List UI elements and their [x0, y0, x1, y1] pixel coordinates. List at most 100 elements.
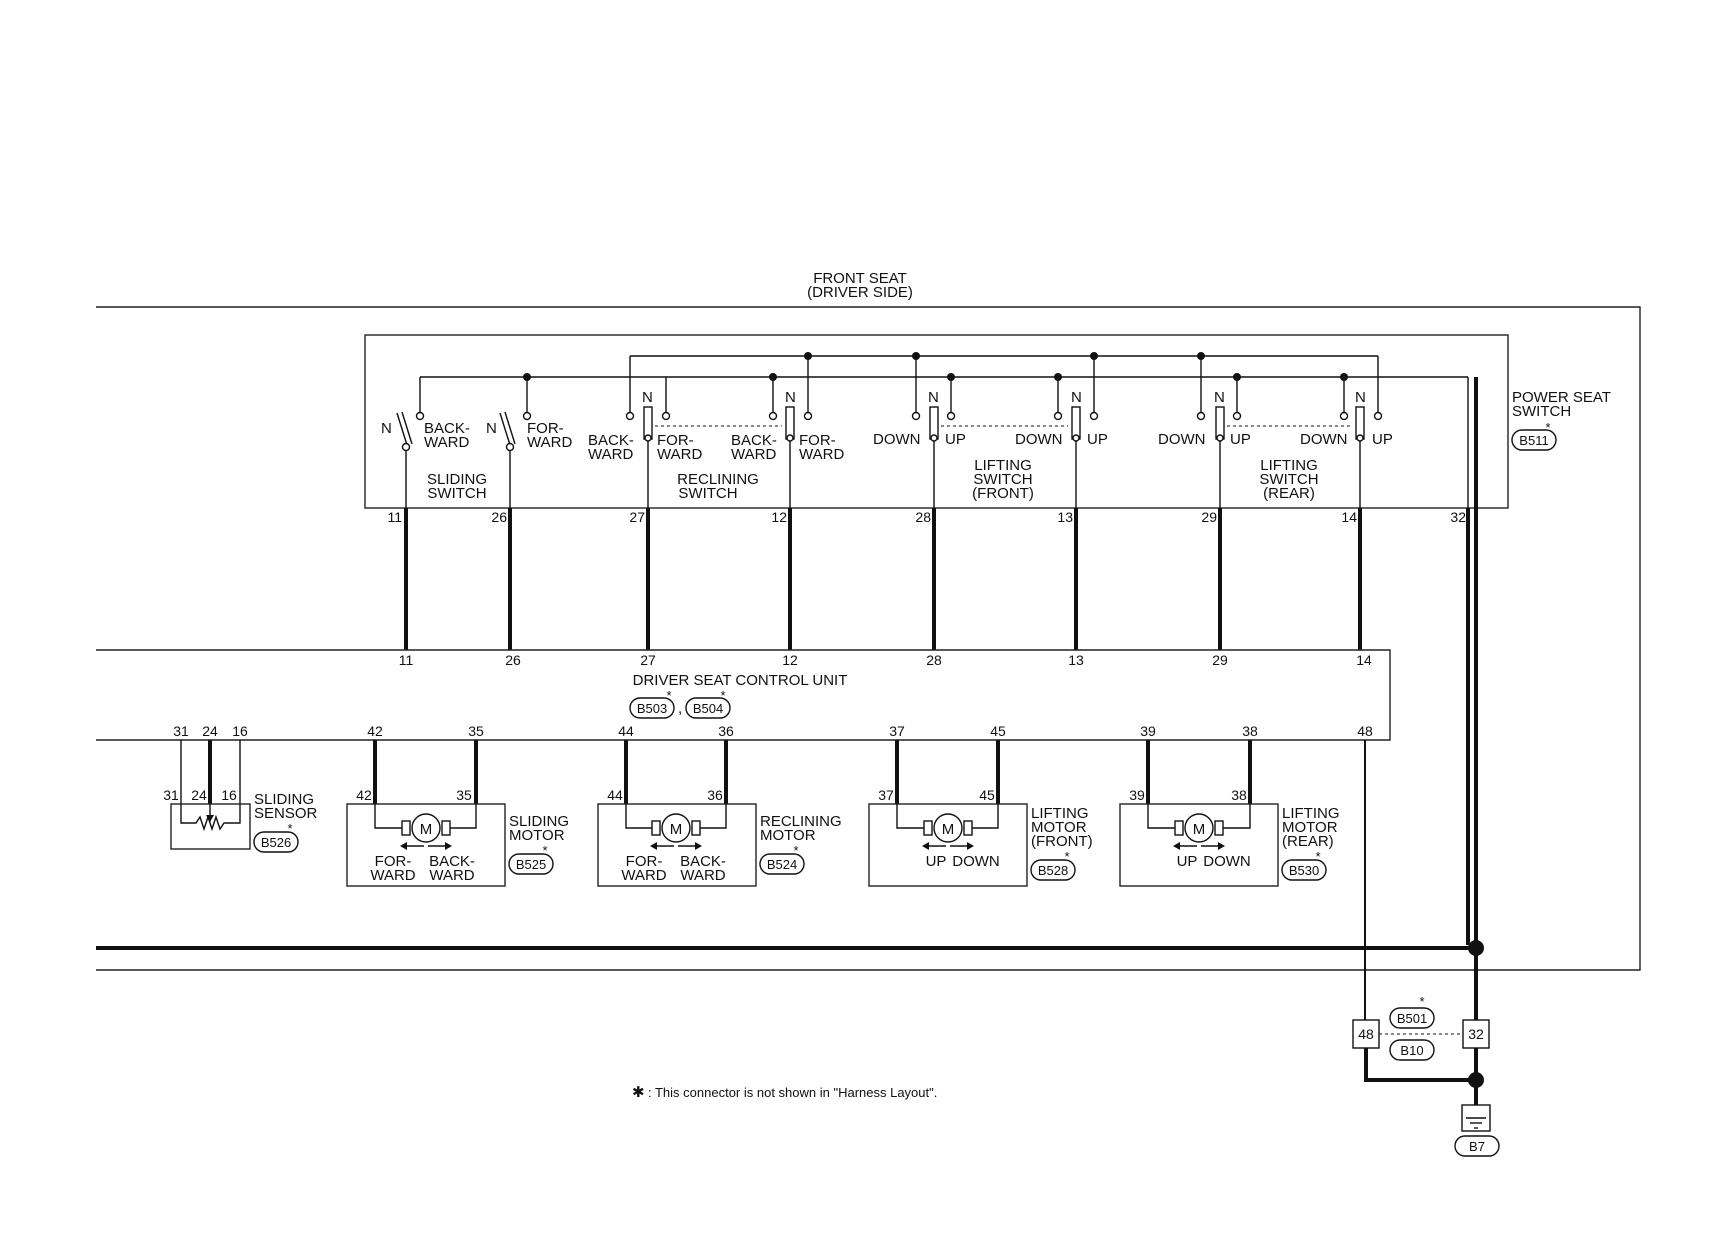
connector-badge-b501 — [1389, 1007, 1435, 1029]
reclining-switch-label: RECLINING — [677, 471, 759, 488]
reclining-motor-backward: BACK- — [680, 853, 726, 870]
cu-pin: 45 — [990, 723, 1006, 739]
svg-text:*: * — [287, 821, 292, 836]
connector-b530-label: B530 — [1289, 863, 1319, 878]
lifting-front-n-2: N — [1071, 389, 1082, 406]
connector-b503-label: B503 — [637, 701, 667, 716]
connector-badge-b526 — [253, 831, 299, 853]
cu-pin: 37 — [889, 723, 905, 739]
switch-pin: 13 — [1057, 509, 1073, 525]
motor-m-symbol: M — [942, 821, 955, 838]
lifting-switch-front: N N DOWN UP DOWN UP LIFTING SWITCH (FRON… — [873, 389, 1108, 502]
lifting-motor-front: 37 45 M UP DOWN LIFTING MOTOR (FRONT) * … — [868, 740, 1093, 887]
reclining-switch-label-2: SWITCH — [678, 485, 737, 502]
svg-text:*: * — [1315, 849, 1320, 864]
sliding-motor-forward-2: WARD — [370, 867, 415, 884]
sliding-switch-label: SLIDING — [427, 471, 487, 488]
footnote-star: ✱ — [632, 1084, 645, 1101]
switch-contacts — [415, 411, 1383, 421]
switch-pin: 12 — [771, 509, 787, 525]
sliding-forward-label-2: WARD — [527, 434, 572, 451]
motor-m-symbol: M — [670, 821, 683, 838]
reclining-backward-label-b: BACK- — [731, 432, 777, 449]
lifting-switch-rear-label-2: SWITCH — [1259, 471, 1318, 488]
cu-pin: 36 — [718, 723, 734, 739]
svg-text:*: * — [1545, 420, 1550, 435]
sliding-motor-backward-2: WARD — [429, 867, 474, 884]
lifting-switch-front-label-2: SWITCH — [973, 471, 1032, 488]
harness-pin-32: 32 — [1468, 1026, 1484, 1042]
cu-pin: 14 — [1356, 652, 1372, 668]
lifting-motor-rear-label-2: MOTOR — [1282, 819, 1338, 836]
connector-b511-label: B511 — [1519, 433, 1548, 448]
cu-pin: 13 — [1068, 652, 1084, 668]
reclining-switch: N N BACK- WARD FOR- WARD BACK- WARD FOR-… — [588, 389, 844, 502]
reclining-n-2: N — [785, 389, 796, 406]
lifting-switch-rear: N N DOWN UP DOWN UP LIFTING SWITCH (REAR… — [1158, 389, 1393, 502]
lifting-rear-up-2: UP — [1372, 431, 1393, 448]
sliding-forward-label: FOR- — [527, 420, 564, 437]
connector-separator: , — [678, 700, 682, 717]
sliding-switch-n: N — [381, 420, 392, 437]
lifting-front-n: N — [928, 389, 939, 406]
sliding-motor-forward: FOR- — [375, 853, 412, 870]
motor-pin: 36 — [707, 787, 723, 803]
pin-48-return-wire — [1364, 1048, 1476, 1082]
control-unit-box — [96, 649, 1391, 741]
sliding-switch: N N BACK- WARD FOR- WARD SLIDING SWITCH — [381, 411, 572, 502]
lifting-switch-front-label: LIFTING — [974, 457, 1032, 474]
connector-badge-b503: * B503 — [629, 688, 675, 719]
sliding-switch-n-2: N — [486, 420, 497, 437]
connector-b501-b10: 48 32 * B501 B10 — [1352, 994, 1490, 1061]
cu-pin: 39 — [1140, 723, 1156, 739]
connector-b526-label: B526 — [261, 835, 291, 850]
power-seat-switch-box — [364, 334, 1509, 509]
lifting-front-motor-up: UP — [926, 853, 947, 870]
connector-badge-b10 — [1389, 1039, 1435, 1061]
lifting-front-motor-down: DOWN — [952, 853, 1000, 870]
cu-pin: 12 — [782, 652, 798, 668]
motor-m-symbol: M — [420, 821, 433, 838]
sliding-sensor: 31 24 16 SLIDING SENSOR * B526 — [163, 740, 318, 853]
reclining-motor-forward: FOR- — [626, 853, 663, 870]
reclining-forward-label-2: WARD — [657, 446, 702, 463]
sliding-backward-label-2: WARD — [424, 434, 469, 451]
sliding-sensor-label-2: SENSOR — [254, 805, 318, 822]
svg-text:*: * — [720, 688, 725, 703]
cu-pin: 28 — [926, 652, 942, 668]
svg-text:*: * — [542, 843, 547, 858]
lifting-front-down-2: DOWN — [1015, 431, 1063, 448]
connector-b525-label: B525 — [516, 857, 546, 872]
lifting-rear-down: DOWN — [1158, 431, 1206, 448]
cu-pin: 24 — [202, 723, 218, 739]
cu-pin: 16 — [232, 723, 248, 739]
motor-pin: 37 — [878, 787, 894, 803]
connector-b501-label: B501 — [1397, 1011, 1427, 1026]
connector-b504-label: B504 — [693, 701, 723, 716]
cu-pin: 42 — [367, 723, 383, 739]
connector-badge-b524 — [759, 853, 805, 875]
switch-pin: 28 — [915, 509, 931, 525]
cu-pin: 26 — [505, 652, 521, 668]
junction-dot — [1233, 373, 1241, 381]
connector-b524-label: B524 — [767, 857, 797, 872]
motor-pin: 45 — [979, 787, 995, 803]
lifting-switch-front-label-3: (FRONT) — [972, 485, 1034, 502]
connector-badge-b525 — [508, 853, 554, 875]
junction-dot — [804, 352, 812, 360]
reclining-backward-label: BACK- — [588, 432, 634, 449]
reclining-forward-label-b2: WARD — [799, 446, 844, 463]
cu-pin: 31 — [173, 723, 189, 739]
cu-pin: 38 — [1242, 723, 1258, 739]
sliding-motor: 42 35 M FOR- WARD BACK- WARD SLIDING MOT… — [346, 740, 569, 887]
front-seat-subtitle: (DRIVER SIDE) — [807, 284, 913, 301]
lifting-front-up-2: UP — [1087, 431, 1108, 448]
sliding-backward-label: BACK- — [424, 420, 470, 437]
ground-b7: B7 — [1454, 1080, 1500, 1157]
junction-dot — [1340, 373, 1348, 381]
switch-pin: 14 — [1341, 509, 1357, 525]
cu-pin: 27 — [640, 652, 656, 668]
motor-pin: 39 — [1129, 787, 1145, 803]
lifting-motor-front-label: LIFTING — [1031, 805, 1089, 822]
